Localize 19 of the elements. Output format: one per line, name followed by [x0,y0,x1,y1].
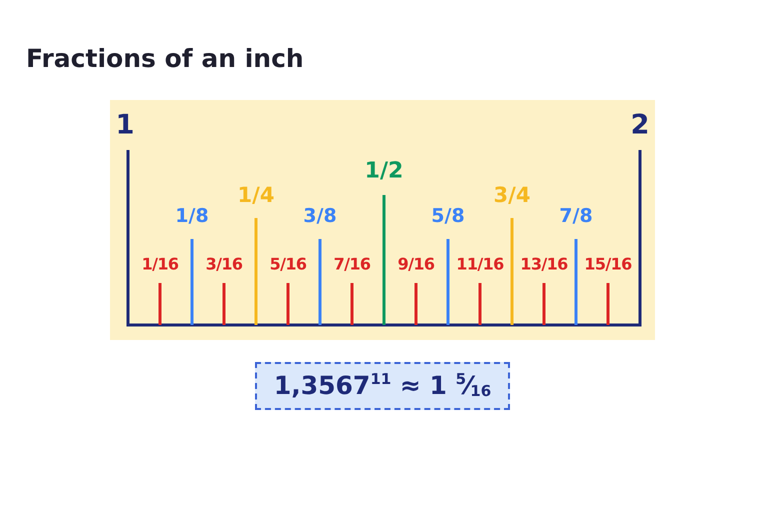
fraction-label: 3/4 [494,183,530,207]
fraction-label: 7/16 [334,254,370,274]
fraction-label: 5/16 [270,254,306,274]
fraction-label: 5/8 [431,205,465,227]
fraction-label: 11/16 [456,254,504,274]
fraction-label: 15/16 [584,254,632,274]
fraction-label: 1/16 [142,254,178,274]
fraction-label: 13/16 [520,254,568,274]
fraction-label: 1/2 [364,158,404,184]
fraction-label: 7/8 [559,205,593,227]
fraction-label: 9/16 [398,254,434,274]
fraction-label: 3/8 [303,205,337,227]
fraction-label: 3/16 [206,254,242,274]
fraction-label: 1/4 [238,183,274,207]
title: Fractions of an inch [26,44,304,73]
fraction-label: 1/8 [175,205,209,227]
inch-number: 1 [116,110,134,140]
formula-box: 1,3567$^{11}$ ≈ 1 $^{5}$⁄$_{16}$ [255,362,510,410]
inch-number: 2 [630,110,650,140]
